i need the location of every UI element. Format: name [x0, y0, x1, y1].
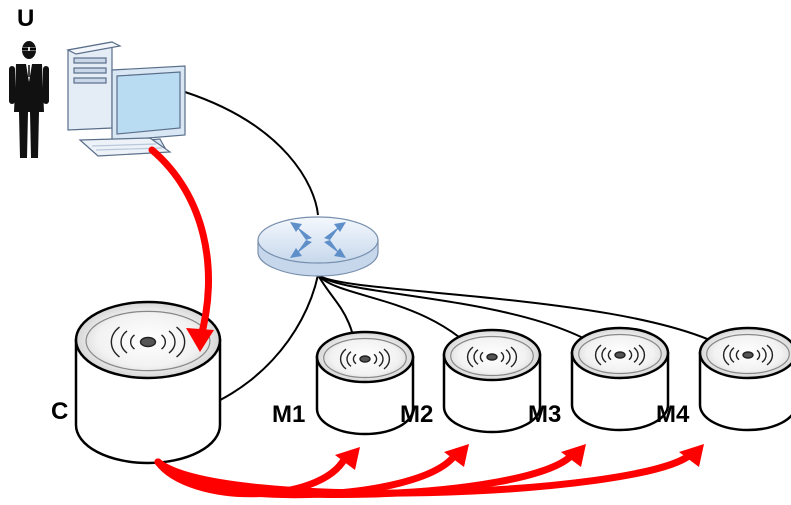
managed-ap-m3 — [570, 326, 670, 432]
flow-arrows — [148, 146, 694, 499]
managed-ap-m4 — [698, 326, 791, 432]
managed-ap-m1 — [315, 330, 415, 436]
controller-label: C — [51, 398, 69, 425]
wireless-icon — [339, 348, 391, 370]
cable-router-m3 — [317, 274, 616, 359]
arrowhead-m1 — [335, 447, 360, 470]
arrowhead-m2 — [444, 444, 469, 467]
wireless-icon — [110, 326, 186, 358]
wireless-icon — [722, 344, 774, 366]
wireless-icon — [466, 346, 518, 368]
flow-arrow-user-to-controller — [148, 146, 212, 344]
computer-icon — [66, 41, 186, 157]
user-label: U — [17, 5, 35, 32]
controller-ap — [74, 300, 222, 465]
managed-ap-label-m3: M3 — [528, 401, 562, 428]
arrowhead-m3 — [561, 444, 586, 467]
managed-ap-label-m4: M4 — [656, 401, 690, 428]
cable-pc-router — [184, 91, 319, 216]
network-cables — [181, 91, 743, 416]
wireless-icon — [594, 344, 646, 366]
arrowheads — [186, 328, 704, 470]
router-icon — [257, 216, 379, 277]
managed-ap-label-m1: M1 — [272, 401, 306, 428]
managed-ap-label-m2: M2 — [400, 401, 434, 428]
flow-arrow-controller-to-m4 — [154, 451, 694, 497]
access-points — [74, 300, 791, 465]
cable-router-m4 — [317, 274, 743, 359]
user-icon — [9, 41, 49, 158]
arrowhead-controller — [186, 328, 214, 352]
arrowhead-m4 — [679, 444, 704, 467]
managed-ap-m2 — [442, 328, 542, 434]
